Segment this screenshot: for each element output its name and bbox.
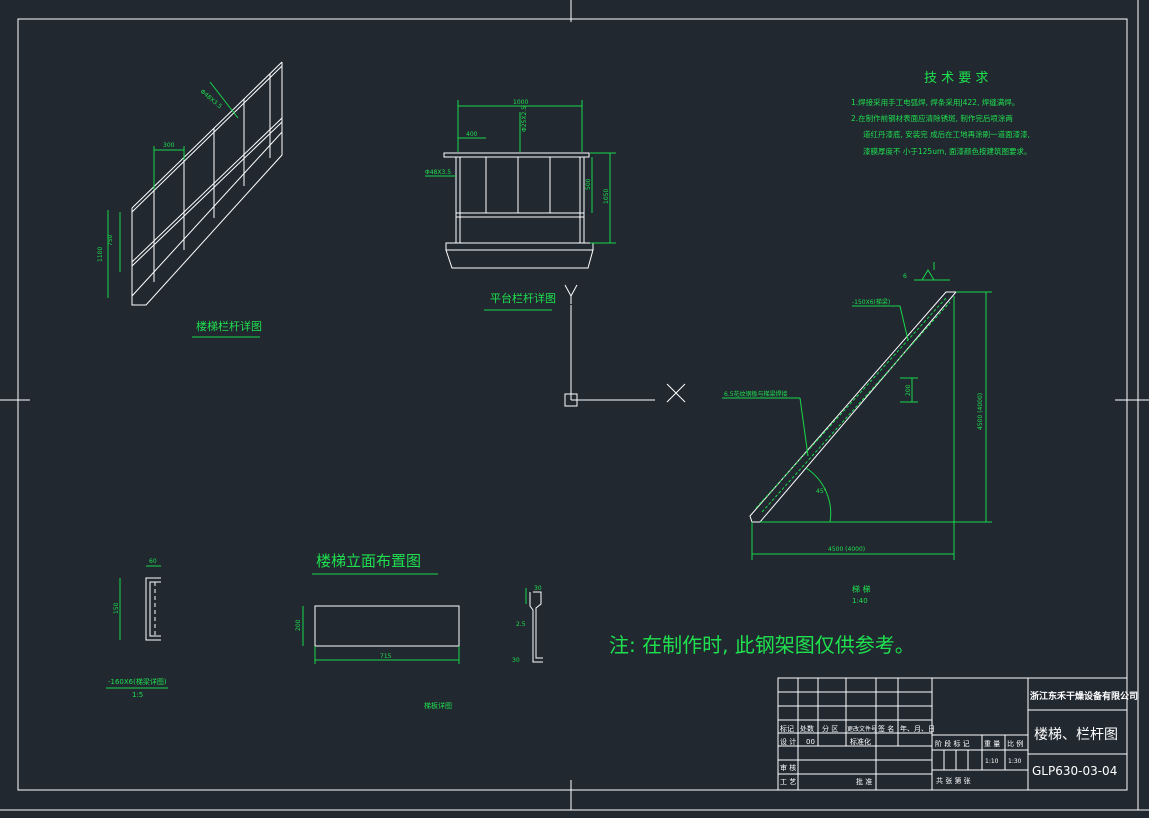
stair-tread-hatch (755, 297, 947, 509)
tb-drawing-no: GLP630-03-04 (1032, 764, 1117, 778)
channel-w-label: 60 (149, 558, 157, 565)
tb-drawing-title: 楼梯、栏杆图 (1034, 727, 1118, 743)
channel-profile (145, 577, 161, 641)
requirement-line-3: 道红丹漆底, 安装完 成后在工地再涂刷一道面漆漆, (863, 129, 1030, 139)
stair-tread-hatch-b (761, 301, 951, 513)
ucs-origin-box (564, 393, 578, 407)
requirements-title: 技 术 要 求 (924, 71, 988, 86)
channel-h-label: 150 (113, 602, 120, 614)
plat-top-label: Φ25X2.5 (521, 106, 528, 132)
plat-beam (445, 249, 594, 269)
stair-height-label: 4500 (4000) (977, 393, 984, 430)
tread-detail: 715 200 梯板详图 (295, 605, 460, 710)
tread-h-label: 200 (295, 619, 302, 631)
tb-h-count: 处数 (800, 724, 814, 733)
plat-pipe-label: Φ48X3.5 (425, 169, 451, 176)
weld-symbol-label: 6 (903, 273, 907, 280)
ucs-y-letter (564, 284, 578, 298)
mid-rail-edge (131, 121, 283, 267)
platform-rail-title: 平台栏杆详图 (490, 291, 556, 305)
tb-approve: 批 准 (856, 777, 872, 786)
tb-company: 浙江东禾干燥设备有限公司 (1030, 690, 1138, 702)
stair-angle-label: 45° (816, 488, 827, 495)
stair-stringer (749, 291, 958, 523)
requirement-line-1: 1.焊接采用手工电弧焊, 焊条采用J422, 焊缝满焊。 (851, 97, 1019, 107)
requirement-line-2: 2.在制作前钢材表面应清除锈斑, 制作完后喷涂两 (851, 113, 1013, 123)
mid-rail (131, 117, 283, 263)
elevation-layout-title: 楼梯立面布置图 (316, 552, 421, 570)
channel-scale: 1:5 (132, 691, 143, 699)
stair-side-view: 4500 (4000) 4500 (4000) 45° -150X6(梯梁) 6… (722, 262, 992, 605)
tread-detail-title: 梯板详图 (424, 701, 452, 710)
title-block: 标记 处数 分 区 更改文件号 签 名 年、月、日 设 计 00 标准化 审 核… (777, 677, 1138, 791)
profile-detail: 30 2.5 30 (512, 585, 543, 664)
tb-h-zone: 分 区 (822, 724, 838, 733)
stair-run-label: 4500 (4000) (828, 546, 865, 553)
step-dim-label: 200 (905, 384, 912, 396)
top-rail-edge (131, 65, 283, 213)
tb-scale-v1: 1:10 (985, 758, 999, 765)
tb-scale-v2: 1:30 (1008, 758, 1022, 765)
stair-rail-title: 楼梯栏杆详图 (196, 319, 262, 333)
tb-designer-code: 00 (806, 738, 815, 746)
plat-h1-label: 500 (585, 178, 592, 190)
tread-w-label: 715 (380, 653, 392, 660)
stair-angle-arc (805, 467, 832, 523)
tb-h-date: 年、月、日 (900, 724, 935, 733)
reference-note: 注: 在制作时, 此钢架图仅供参考。 (609, 633, 915, 657)
beam-leader-d (899, 305, 909, 341)
plat-width-label: 1000 (513, 99, 528, 106)
ucs-x-letter-b (666, 383, 686, 403)
height2-dim-label: 1100 (97, 247, 104, 262)
tb-sheets: 共 张 第 张 (936, 776, 971, 785)
profile-outline (533, 591, 543, 659)
ucs-icon[interactable] (564, 284, 686, 407)
channel-section: 60 150 -160X6(梯梁详图) 1:5 (106, 558, 168, 699)
plat-h2-label: 1050 (603, 189, 610, 204)
tb-h-mark: 标记 (780, 724, 794, 733)
tread-label: 6.5花纹钢板与梯梁焊接 (724, 390, 788, 398)
tread-leader-d (799, 397, 809, 457)
elevation-layout: 楼梯立面布置图 (312, 552, 438, 575)
plat-sub-label: 400 (466, 131, 478, 138)
tb-h-docno: 更改文件号 (847, 725, 877, 733)
tb-stage-mark: 阶 段 标 记 (935, 739, 970, 748)
title-block-border (777, 677, 1128, 791)
slope-dim-label: Φ48X3.5 (199, 88, 224, 110)
beam-label: -150X6(梯梁) (852, 298, 890, 306)
top-rail (131, 61, 283, 209)
tread-plate (314, 605, 460, 647)
tb-standardize: 标准化 (850, 737, 871, 746)
stair-rail-detail: Φ48X3.5 300 750 1100 楼梯栏杆详图 (97, 61, 283, 338)
tb-weight: 重 量 (984, 740, 1000, 748)
tb-designer: 设 计 (780, 737, 796, 746)
platform-rail-detail: 1000 400 Φ25X2.5 Φ48X3.5 500 1050 平台栏杆详图 (425, 99, 616, 311)
requirement-line-4: 漆膜厚度不 小于125um, 面漆颜色按建筑图要求。 (863, 146, 1032, 156)
slope-dim-line (209, 81, 239, 119)
stair-view-title: 梯 梯 (852, 584, 871, 594)
profile-dim-c-label: 30 (512, 657, 520, 664)
tech-requirements: 技 术 要 求 1.焊接采用手工电弧焊, 焊条采用J422, 焊缝满焊。 2.在… (851, 71, 1032, 156)
weld-symbol-triangle (921, 269, 935, 281)
stair-view-scale: 1:40 (852, 597, 868, 605)
tb-h-sign: 签 名 (878, 724, 894, 733)
inner-border (17, 18, 1128, 791)
plat-top-rail (443, 152, 590, 158)
height1-dim-label: 750 (107, 234, 114, 246)
tb-process: 工 艺 (780, 778, 796, 786)
plat-deck (445, 242, 594, 251)
tb-review: 审 核 (780, 763, 796, 772)
profile-outline-inner (529, 592, 543, 663)
post-dim-label: 300 (163, 142, 175, 149)
tb-scale: 比 例 (1007, 739, 1023, 748)
profile-dim-b-label: 2.5 (516, 621, 526, 628)
profile-dim-a-label: 30 (534, 585, 542, 592)
channel-title: -160X6(梯梁详图) (108, 677, 167, 686)
